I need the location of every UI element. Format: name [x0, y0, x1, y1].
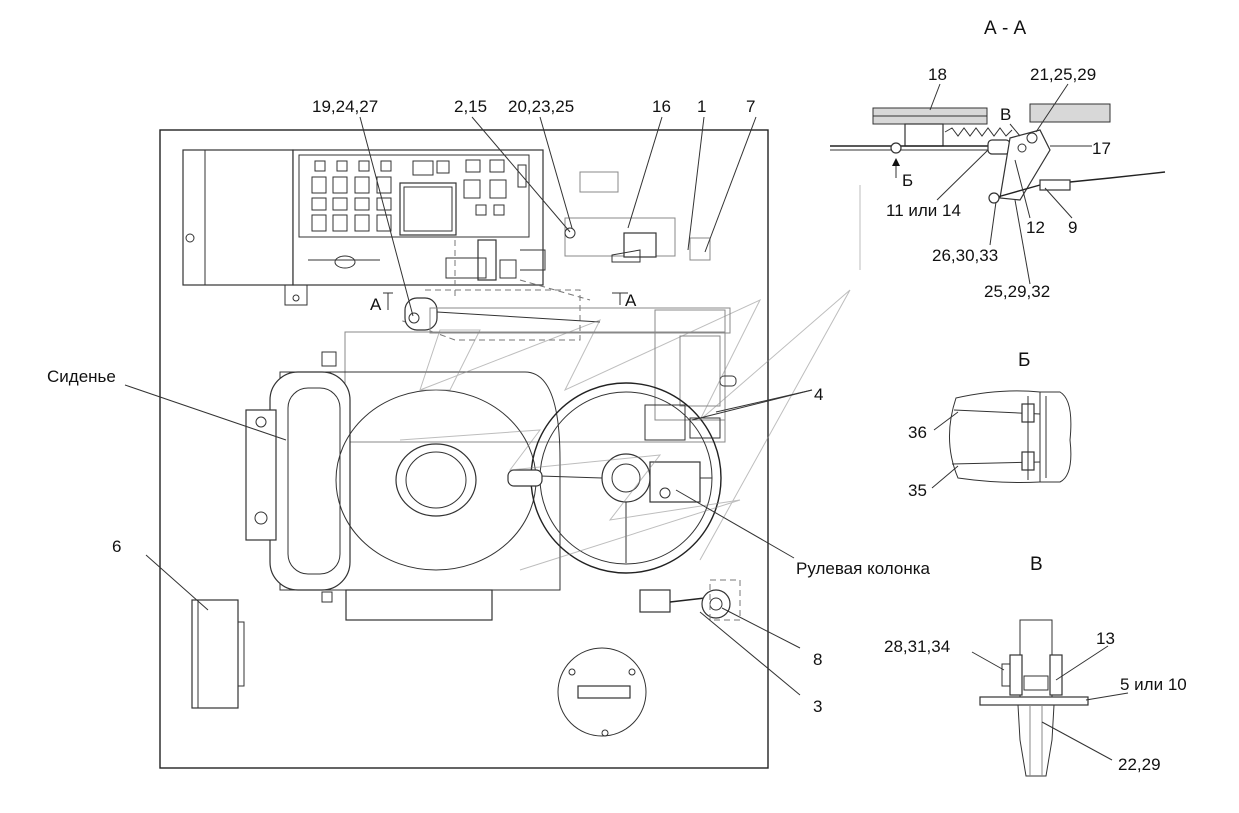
seat: [245, 351, 561, 621]
label-7: 7: [746, 97, 755, 116]
view-b: Б 36 35: [908, 350, 1072, 500]
label-v-ref: В: [1000, 105, 1011, 124]
panel-button-grid: [311, 159, 527, 232]
cut-marker-a-right: А: [625, 291, 637, 310]
aa-bellcrank: [999, 129, 1051, 201]
view-v-bolt: [1017, 704, 1055, 777]
view-v: В 28,31,34 13 5 или 10 22,29: [884, 554, 1187, 777]
floor-plate: [344, 331, 726, 443]
watermark-outline: [399, 185, 861, 571]
label-1: 1: [697, 97, 706, 116]
label-seat: Сиденье: [47, 367, 116, 386]
label-28-31-34: 28,31,34: [884, 637, 950, 656]
section-aa-title: А - А: [984, 18, 1027, 39]
left-console-housing: [182, 149, 294, 286]
label-26-30-33: 26,30,33: [932, 246, 998, 265]
label-11-or-14: 11 или 14: [886, 201, 961, 220]
seat-armrest: [245, 409, 277, 541]
label-36: 36: [908, 423, 927, 442]
label-16: 16: [652, 97, 671, 116]
steering-column-mount: [649, 461, 701, 503]
label-steering-column: Рулевая колонка: [796, 559, 931, 578]
label-35: 35: [908, 481, 927, 500]
view-b-title: Б: [1018, 350, 1030, 371]
label-22-29: 22,29: [1118, 755, 1161, 774]
leader-lines-main: [124, 116, 813, 696]
component-6: [191, 599, 239, 709]
floor-hatch: [557, 647, 647, 737]
label-13: 13: [1096, 629, 1115, 648]
label-25-29-32: 25,29,32: [984, 282, 1050, 301]
cabin-frame: [159, 129, 769, 769]
aa-beam-right: [1029, 103, 1111, 123]
component-7: [689, 237, 711, 261]
component-8: [701, 589, 731, 619]
seat-swivel: [395, 443, 477, 517]
display-screen: [399, 182, 457, 236]
label-8: 8: [813, 650, 822, 669]
seat-backrest: [269, 371, 351, 591]
label-6: 6: [112, 537, 121, 556]
label-5-or-10: 5 или 10: [1120, 675, 1187, 694]
view-v-title: В: [1030, 554, 1043, 575]
label-20-23-25: 20,23,25: [508, 97, 574, 116]
label-4: 4: [814, 385, 823, 404]
view-b-body: [949, 390, 1072, 483]
steering-wheel: [507, 382, 722, 574]
main-view: 19,24,27 2,15 20,23,25 16 1 7 Сиденье 4 …: [47, 97, 931, 769]
cut-marker-a-left: А: [370, 295, 382, 314]
label-12: 12: [1026, 218, 1045, 237]
label-3: 3: [813, 697, 822, 716]
aa-spring: [944, 127, 1013, 137]
label-9: 9: [1068, 218, 1077, 237]
label-21-25-29: 21,25,29: [1030, 65, 1096, 84]
label-2-15: 2,15: [454, 97, 487, 116]
view-v-plate: [979, 696, 1089, 706]
component-16: [579, 171, 619, 193]
label-18: 18: [928, 65, 947, 84]
label-17: 17: [1092, 139, 1111, 158]
section-aa-view: А - А 18 21,25,29 В: [830, 18, 1166, 301]
label-19-24-27: 19,24,27: [312, 97, 378, 116]
view-v-lever: [1019, 619, 1053, 701]
label-b-arrow: Б: [902, 171, 913, 190]
